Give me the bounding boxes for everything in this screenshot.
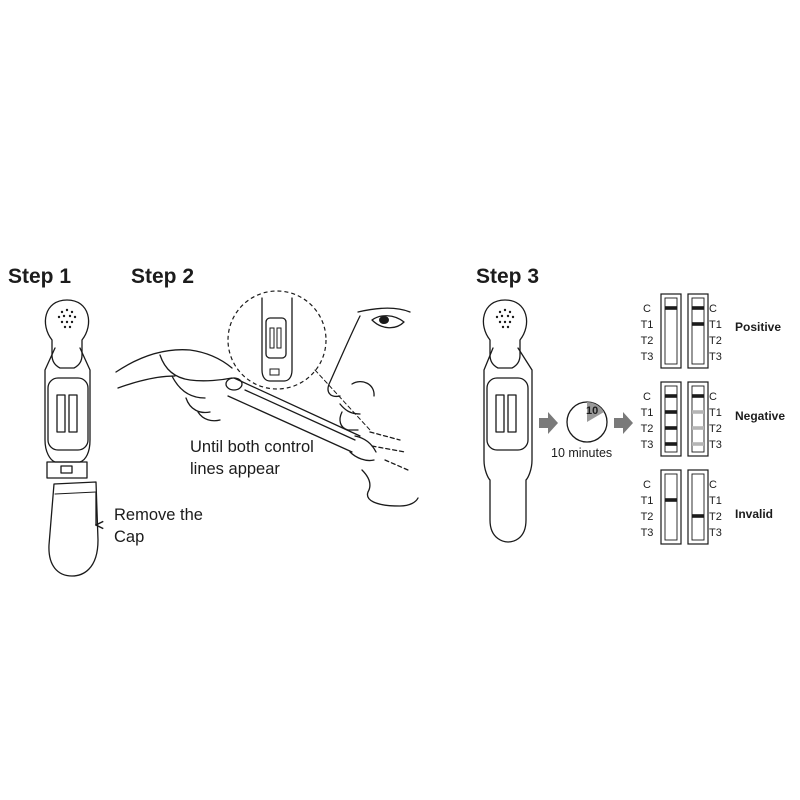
control-lines-text-2: lines appear <box>190 460 280 478</box>
result-window <box>664 473 678 541</box>
result-band <box>692 322 704 326</box>
strip-label: T1 <box>709 319 722 331</box>
next-arrow-icon <box>614 412 633 434</box>
strip-label: C <box>643 479 651 491</box>
result-band <box>665 426 677 430</box>
result-band <box>665 306 677 310</box>
result-window <box>691 297 705 365</box>
magnified-window-callout <box>227 290 371 431</box>
result-band <box>692 514 704 518</box>
strip-label: T3 <box>641 351 654 363</box>
test-device-step3 <box>482 299 533 543</box>
result-band <box>692 306 704 310</box>
result-positive: Positive <box>735 320 781 334</box>
result-band <box>692 426 704 430</box>
result-cassette <box>660 293 682 369</box>
result-invalid: Invalid <box>735 507 773 521</box>
result-band <box>692 442 704 446</box>
strip-label: T1 <box>709 407 722 419</box>
strip-label: T2 <box>709 511 722 523</box>
timer-clock-icon: 10 <box>566 401 608 443</box>
result-strips: CT1T2T3CT1T2T3CT1T2T3CT1T2T3CT1T2T3CT1T2… <box>641 293 722 545</box>
vent-holes-icon <box>495 308 515 329</box>
strip-label: C <box>643 303 651 315</box>
face-profile-illustration <box>327 307 419 507</box>
strip-label: C <box>709 303 717 315</box>
strip-label: T1 <box>641 407 654 419</box>
strip-label: T3 <box>709 351 722 363</box>
strip-label: T3 <box>709 527 722 539</box>
result-band <box>665 394 677 398</box>
control-lines-text-1: Until both control <box>190 438 314 456</box>
result-band <box>692 394 704 398</box>
result-cassette <box>660 469 682 545</box>
step-2-title: Step 2 <box>131 265 194 288</box>
wait-time-text: 10 minutes <box>551 446 612 460</box>
result-band <box>692 410 704 414</box>
strip-label: T1 <box>709 495 722 507</box>
result-cassette <box>687 293 709 369</box>
strip-label: T2 <box>641 423 654 435</box>
result-window <box>691 473 705 541</box>
strip-label: T3 <box>709 439 722 451</box>
hand-illustration <box>115 349 243 422</box>
vent-holes-icon <box>57 308 77 329</box>
result-cassette <box>660 381 682 457</box>
strip-label: T2 <box>641 511 654 523</box>
strip-label: C <box>643 391 651 403</box>
swab-device-step2 <box>227 377 377 462</box>
strip-label: T2 <box>709 335 722 347</box>
step-1-title: Step 1 <box>8 265 71 288</box>
timer-number: 10 <box>586 405 598 417</box>
result-cassette <box>687 469 709 545</box>
next-arrow-icon <box>539 412 558 434</box>
strip-label: T2 <box>709 423 722 435</box>
result-negative: Negative <box>735 409 785 423</box>
strip-label: T1 <box>641 319 654 331</box>
result-cassette <box>687 381 709 457</box>
result-band <box>665 442 677 446</box>
test-device-step1 <box>44 299 99 577</box>
result-window <box>664 385 678 453</box>
result-band <box>665 498 677 502</box>
strip-label: T3 <box>641 527 654 539</box>
strip-label: T3 <box>641 439 654 451</box>
strip-label: C <box>709 391 717 403</box>
strip-label: T2 <box>641 335 654 347</box>
strip-label: C <box>709 479 717 491</box>
result-band <box>665 410 677 414</box>
remove-cap-text-2: Cap <box>114 528 144 546</box>
step-3-title: Step 3 <box>476 265 539 288</box>
result-window <box>664 297 678 365</box>
remove-cap-text-1: Remove the <box>114 506 203 524</box>
result-window <box>691 385 705 453</box>
strip-label: T1 <box>641 495 654 507</box>
